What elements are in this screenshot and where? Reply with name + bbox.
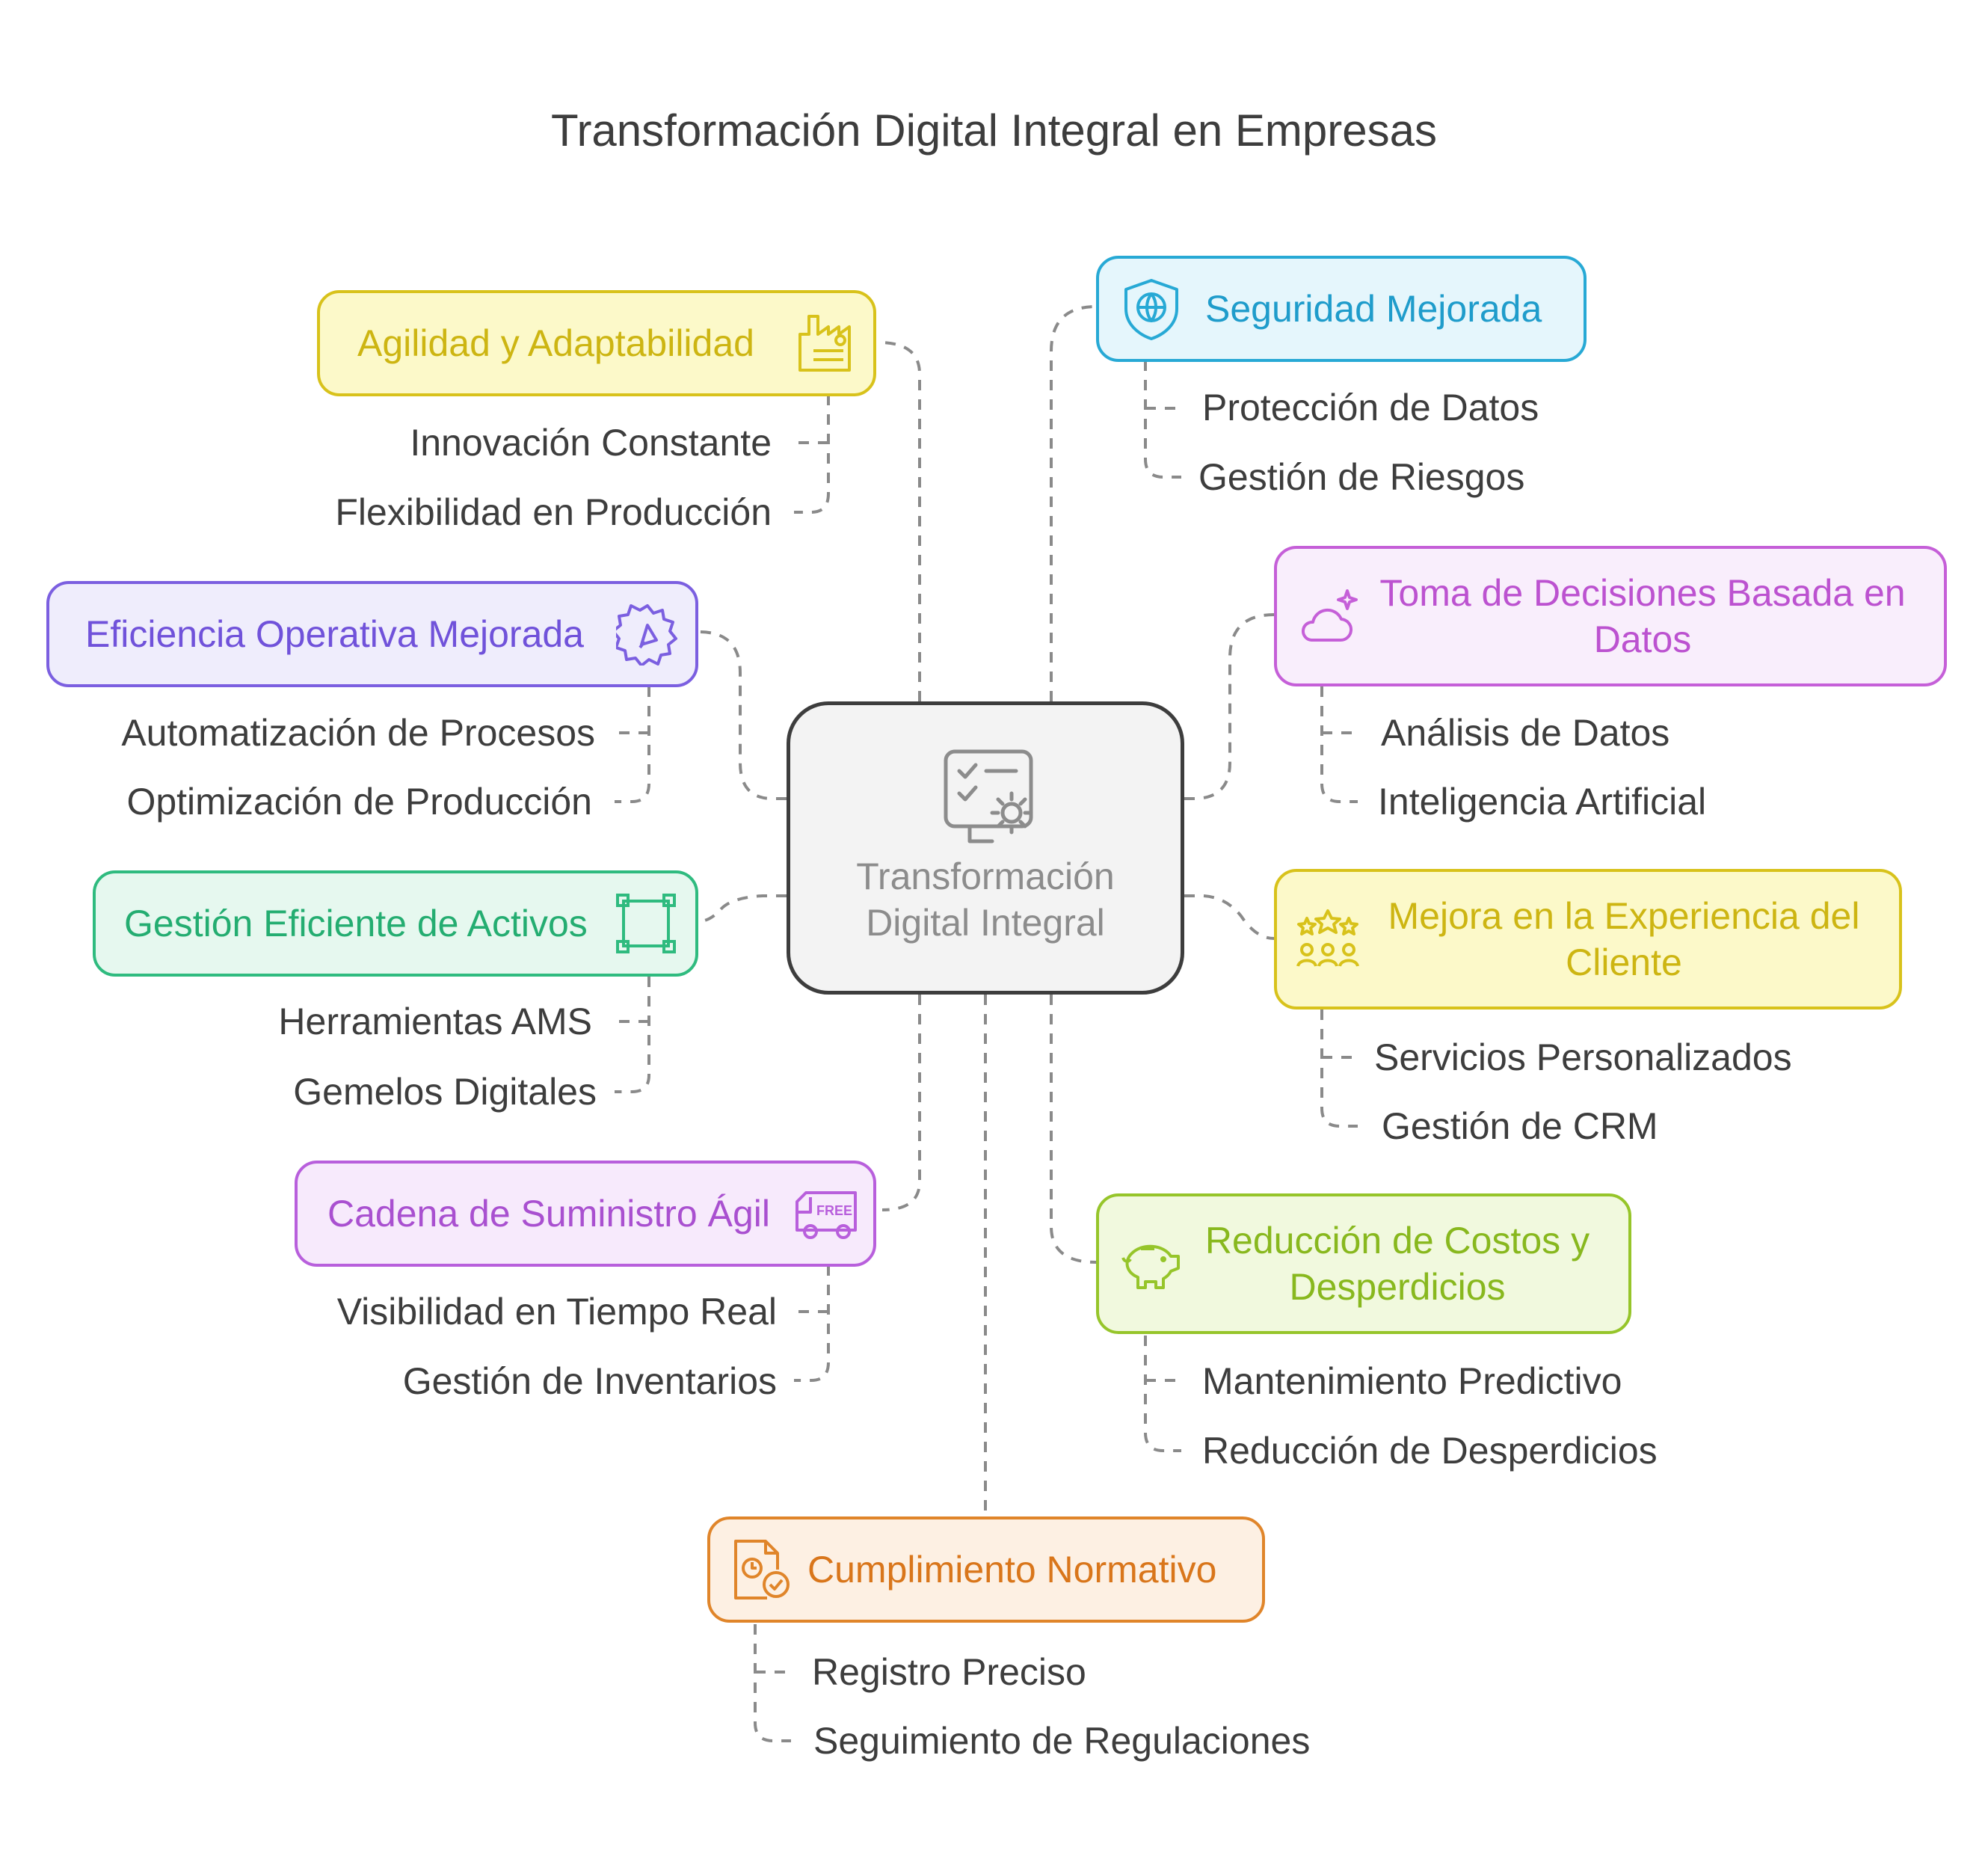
node-efficiency: Eficiencia Operativa Mejorada: [46, 581, 698, 687]
node-costs-label-line1: Reducción de Costos y: [1204, 1220, 1590, 1261]
node-decisions: Toma de Decisiones Basada en Datos: [1274, 546, 1947, 686]
piggy-bank-icon: [1121, 1244, 1180, 1289]
costs-item-1: Mantenimiento Predictivo: [1202, 1360, 1622, 1402]
node-decisions-label-line1: Toma de Decisiones Basada en: [1379, 572, 1906, 614]
efficiency-item-1: Automatización de Procesos: [121, 712, 595, 754]
node-supply: Cadena de Suministro Ágil FREE: [295, 1161, 876, 1267]
customer-item-1: Servicios Personalizados: [1374, 1036, 1792, 1078]
checklist-gear-icon: [944, 749, 1033, 843]
node-decisions-label: Toma de Decisiones Basada en Datos: [1370, 570, 1915, 663]
decisions-item-2: Inteligencia Artificial: [1378, 781, 1707, 823]
compliance-item-2: Seguimiento de Regulaciones: [813, 1720, 1311, 1762]
bracket-costs: [1144, 1336, 1181, 1452]
node-customer: Mejora en la Experiencia del Cliente: [1274, 869, 1902, 1009]
assets-item-1: Herramientas AMS: [278, 1001, 592, 1042]
shield-globe-icon: [1124, 279, 1178, 340]
connector-customer: [1184, 894, 1275, 940]
diagram-title: Transformación Digital Integral en Empre…: [551, 105, 1437, 156]
efficiency-item-2: Optimización de Producción: [126, 781, 592, 823]
node-customer-label: Mejora en la Experiencia del Cliente: [1370, 893, 1878, 986]
assets-item-2: Gemelos Digitales: [293, 1071, 597, 1113]
agility-item-2: Flexibilidad en Producción: [335, 491, 772, 533]
node-compliance-label: Cumplimiento Normativo: [807, 1549, 1217, 1591]
bracket-security: [1144, 360, 1181, 479]
node-costs-label: Reducción de Costos y Desperdicios: [1192, 1217, 1603, 1310]
node-customer-label-line1: Mejora en la Experiencia del: [1388, 895, 1860, 937]
delivery-truck-icon: FREE: [795, 1191, 857, 1239]
compliance-item-1: Registro Preciso: [812, 1651, 1086, 1693]
node-compliance: Cumplimiento Normativo: [707, 1516, 1265, 1623]
node-costs: Reducción de Costos y Desperdicios: [1096, 1193, 1631, 1334]
bracket-supply: [794, 1265, 830, 1382]
bracket-decisions: [1320, 686, 1358, 803]
stars-people-icon: [1296, 909, 1359, 967]
connector-decisions: [1184, 613, 1275, 800]
connector-assets: [698, 894, 787, 923]
agility-item-1: Innovación Constante: [410, 422, 772, 464]
connector-costs: [1050, 995, 1097, 1264]
bracket-compliance: [754, 1624, 791, 1742]
node-costs-label-line2: Desperdicios: [1289, 1266, 1506, 1308]
bracket-efficiency: [615, 686, 650, 803]
node-customer-label-line2: Cliente: [1566, 941, 1682, 983]
factory-icon: [798, 315, 851, 372]
customer-item-2: Gestión de CRM: [1382, 1105, 1658, 1147]
decisions-item-1: Análisis de Datos: [1381, 712, 1670, 754]
node-decisions-label-line2: Datos: [1593, 618, 1692, 660]
costs-item-2: Reducción de Desperdicios: [1202, 1430, 1658, 1472]
security-item-2: Gestión de Riesgos: [1198, 456, 1525, 498]
connector-security: [1050, 305, 1097, 701]
connector-agility: [876, 341, 921, 701]
node-agility: Agilidad y Adaptabilidad: [317, 290, 876, 396]
node-assets: Gestión Eficiente de Activos: [93, 870, 698, 977]
supply-item-1: Visibilidad en Tiempo Real: [336, 1291, 777, 1333]
node-security: Seguridad Mejorada: [1096, 256, 1587, 362]
center-label-line1: Transformación: [856, 855, 1115, 897]
connector-supply: [881, 995, 921, 1211]
supply-item-2: Gestión de Inventarios: [402, 1360, 777, 1402]
node-security-label: Seguridad Mejorada: [1205, 288, 1542, 330]
node-agility-label: Agilidad y Adaptabilidad: [357, 322, 754, 364]
bracket-agility: [794, 395, 830, 514]
center-node: Transformación Digital Integral: [787, 701, 1184, 995]
node-efficiency-label: Eficiencia Operativa Mejorada: [85, 613, 584, 655]
cloud-sparkle-icon: [1302, 589, 1358, 642]
bracket-assets: [615, 977, 650, 1093]
svg-text:FREE: FREE: [816, 1203, 852, 1218]
center-label-line2: Digital Integral: [866, 902, 1105, 944]
node-supply-label: Cadena de Suministro Ágil: [327, 1193, 770, 1235]
bracket-customer: [1320, 1009, 1358, 1128]
gear-rocket-icon: [616, 604, 677, 666]
security-item-1: Protección de Datos: [1202, 387, 1539, 428]
document-check-icon: [734, 1540, 790, 1599]
connector-efficiency: [698, 630, 787, 800]
frame-icon: [616, 894, 676, 953]
center-label: Transformación Digital Integral: [790, 853, 1181, 946]
node-assets-label: Gestión Eficiente de Activos: [124, 903, 588, 944]
